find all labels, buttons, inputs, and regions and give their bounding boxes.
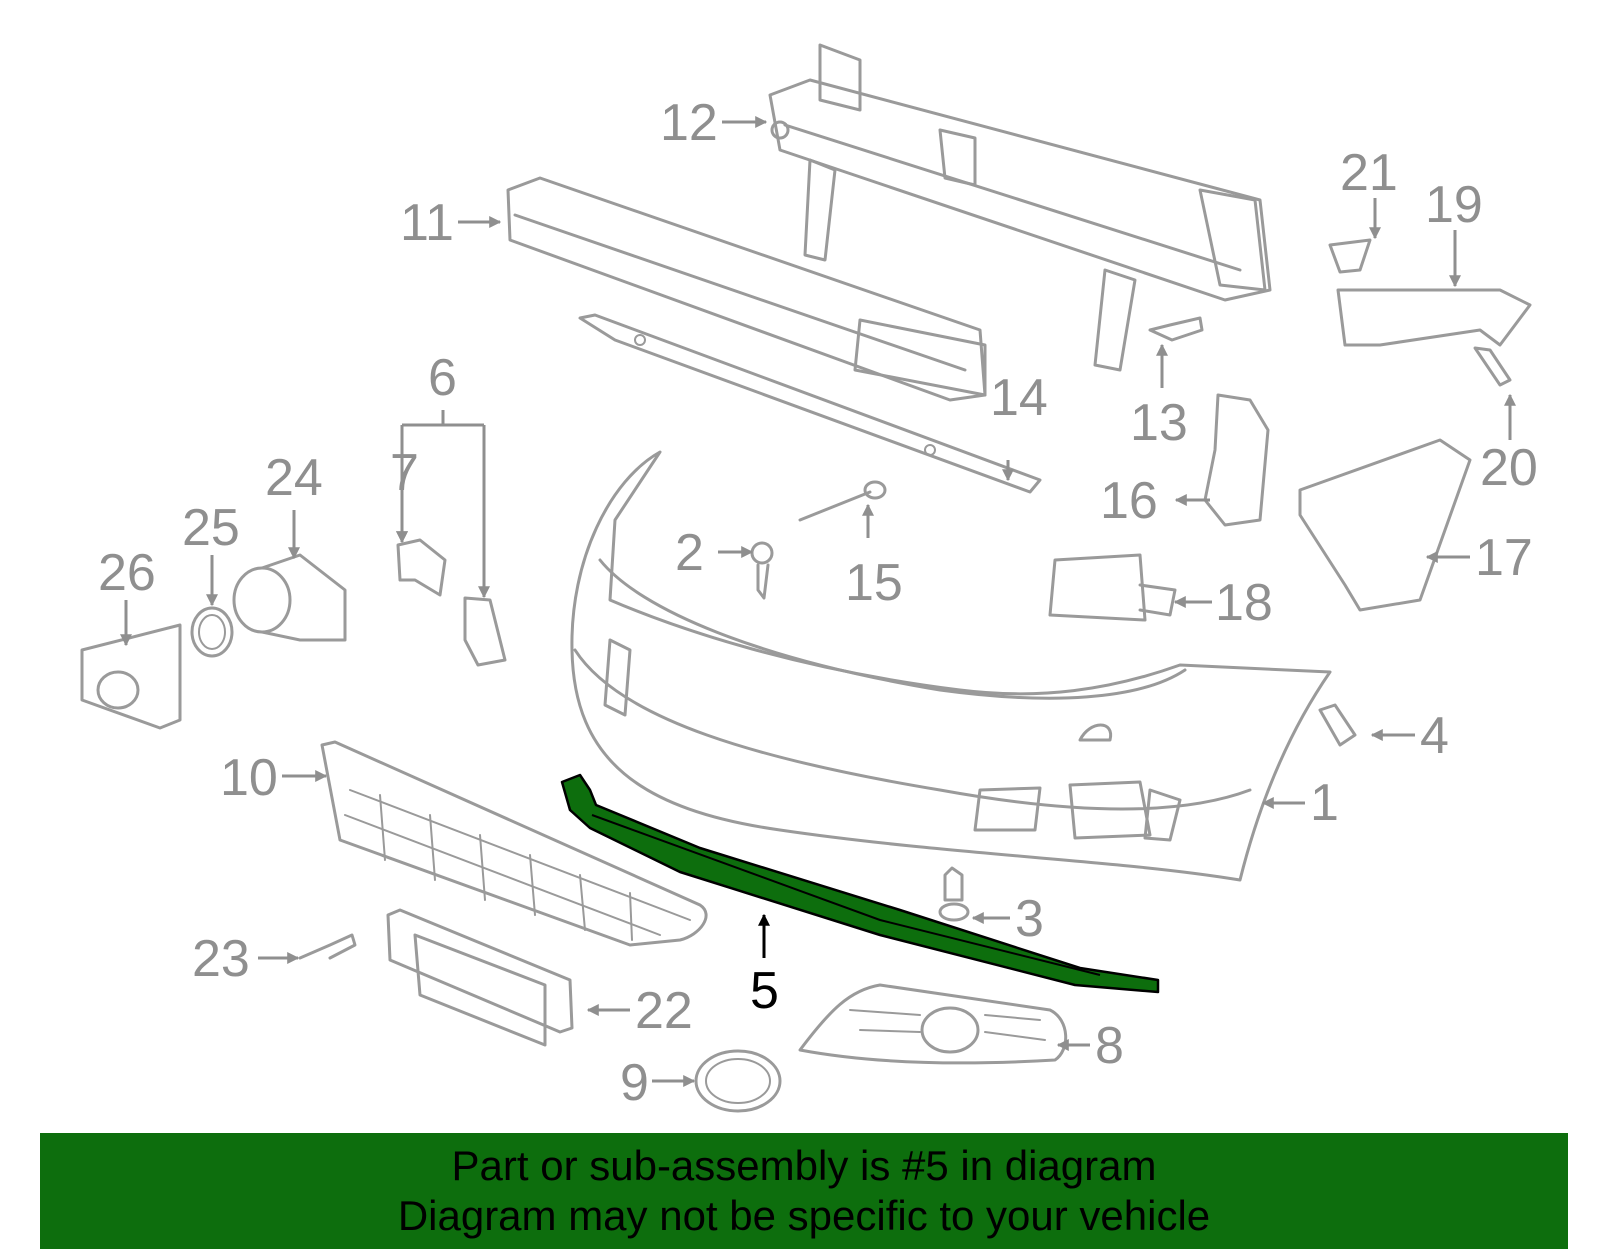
part-2-screw	[750, 541, 774, 600]
callout-24: 24	[265, 449, 323, 507]
callout-14: 14	[990, 369, 1048, 427]
part-10-lower-grille	[320, 740, 708, 947]
part-17-side-bracket	[1298, 438, 1472, 612]
part-15-rivet	[798, 480, 887, 522]
callout-19: 19	[1425, 176, 1483, 234]
callout-18: 18	[1215, 574, 1273, 632]
callout-15: 15	[845, 554, 903, 612]
part-4-clip	[1318, 703, 1357, 747]
callout-5: 5	[750, 962, 779, 1020]
callout-22: 22	[635, 982, 693, 1040]
part-3-screw	[938, 866, 970, 922]
part-13-bolt	[1148, 316, 1204, 342]
leader-lines	[120, 116, 1516, 1087]
callout-17: 17	[1475, 529, 1533, 587]
part-20-screw	[1473, 346, 1512, 387]
banner-line-1: Part or sub-assembly is #5 in diagram	[451, 1142, 1157, 1189]
callout-2: 2	[675, 524, 704, 582]
info-banner: Part or sub-assembly is #5 in diagram Di…	[40, 1133, 1568, 1249]
part-9-fog-ring	[694, 1049, 782, 1113]
part-21-clip	[1328, 238, 1372, 274]
callout-11: 11	[400, 194, 454, 252]
part-16-bracket	[1203, 393, 1270, 527]
part-12-impact-bar	[768, 43, 1272, 372]
callout-21: 21	[1340, 144, 1398, 202]
callout-8: 8	[1095, 1017, 1124, 1075]
callout-20: 20	[1480, 439, 1538, 497]
part-6-cap	[463, 596, 507, 667]
callout-1: 1	[1310, 774, 1339, 832]
part-1-bumper-cover	[570, 450, 1332, 882]
callout-12: 12	[660, 94, 718, 152]
part-23-push-pin	[298, 933, 357, 960]
banner-line-2: Diagram may not be specific to your vehi…	[397, 1192, 1211, 1239]
part-8-fog-grille	[798, 983, 1068, 1065]
callout-25: 25	[182, 499, 240, 557]
part-25-sensor-ring	[190, 606, 234, 658]
callout-23: 23	[192, 930, 250, 988]
part-24-park-sensor	[232, 553, 347, 642]
callout-labels: 12 11 21 19 20 13 14 6 7 24 25 26 2 15 1…	[98, 94, 1538, 1112]
callout-13: 13	[1130, 394, 1188, 452]
part-7-clip	[396, 538, 447, 597]
part-11-energy-absorber	[506, 176, 987, 402]
callout-7: 7	[390, 444, 419, 502]
callout-10: 10	[220, 749, 278, 807]
callout-16: 16	[1100, 472, 1158, 530]
part-22-plate-bracket	[386, 908, 574, 1047]
callout-9: 9	[620, 1054, 649, 1112]
callout-3: 3	[1015, 890, 1044, 948]
callout-6: 6	[428, 349, 457, 407]
callout-26: 26	[98, 544, 156, 602]
parts-diagram: 12 11 21 19 20 13 14 6 7 24 25 26 2 15 1…	[80, 43, 1538, 1113]
callout-4: 4	[1420, 707, 1449, 765]
part-18-tow-cover	[1048, 553, 1177, 622]
part-19-guide	[1336, 288, 1532, 347]
part-14-strip	[578, 313, 1042, 494]
part-26-sensor-bracket	[80, 623, 182, 730]
part-5-lower-spoiler	[560, 773, 1160, 994]
